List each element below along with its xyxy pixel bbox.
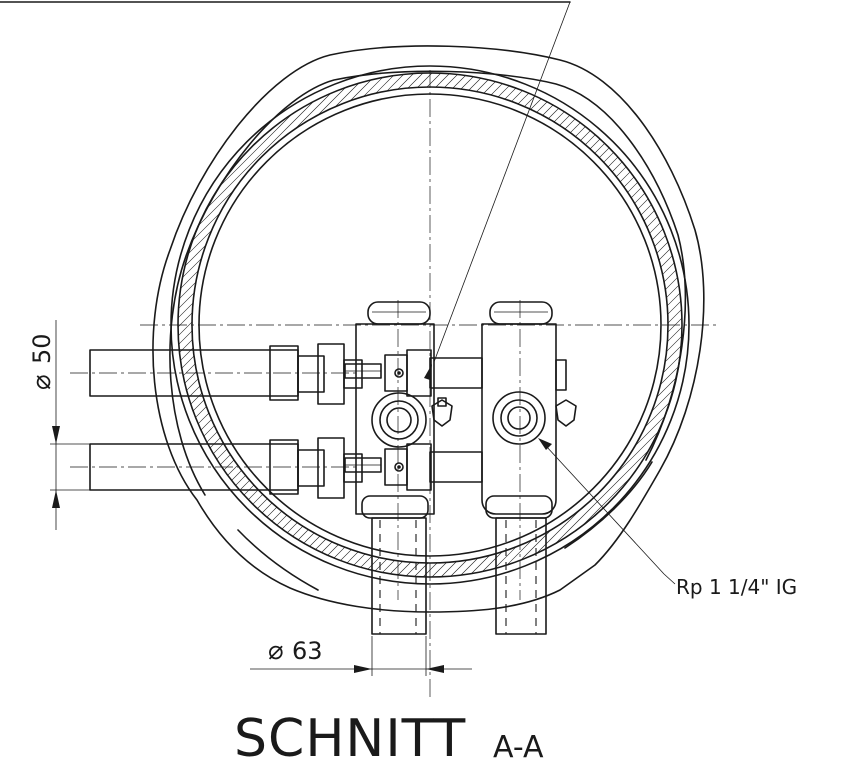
thread-callout: Rp 1 1/4" IG (538, 438, 797, 599)
hatch-line (178, 73, 382, 577)
hatch-line (178, 73, 391, 577)
title-sub: A-A (493, 730, 544, 765)
hatch-line (0, 25, 111, 625)
hatch-line (789, 25, 855, 625)
dim-63-value: 63 (292, 637, 323, 665)
hatch-line (0, 25, 147, 625)
hatch-line (0, 25, 129, 625)
hatch-line (178, 73, 436, 577)
hatch-line (780, 25, 855, 625)
hatch-line (825, 25, 855, 625)
hatch-line (726, 25, 855, 625)
hatch-line (0, 25, 93, 625)
hatch-line (0, 25, 75, 625)
section-leader-arrow (424, 364, 432, 380)
hatch-line (275, 73, 682, 577)
section-title: SCHNITT A-A (234, 709, 544, 769)
thread-label: Rp 1 1/4" IG (676, 575, 797, 599)
inlet-pipe-lower (70, 437, 432, 499)
hatch-line (178, 73, 400, 577)
hatch-line (473, 73, 682, 577)
hatch-line (0, 25, 138, 625)
ring-hatching (0, 25, 855, 625)
hatch-line (771, 25, 855, 625)
hatch-line (735, 25, 855, 625)
hatch-line (816, 25, 855, 625)
hatch-line (699, 25, 855, 625)
hatch-line (464, 73, 682, 577)
hatch-line (0, 25, 84, 625)
hatch-line (0, 25, 57, 625)
hatch-line (0, 25, 156, 625)
inlet-pipe-upper (70, 343, 432, 405)
hatch-line (0, 25, 48, 625)
hatch-line (178, 73, 607, 577)
title-main: SCHNITT (234, 709, 466, 769)
hatch-line (798, 25, 855, 625)
hatch-line (0, 25, 102, 625)
outer-shell (152, 45, 705, 613)
hatch-line (762, 25, 855, 625)
hatch-line (744, 25, 855, 625)
shaft-rings (0, 25, 855, 625)
hatch-line (482, 73, 682, 577)
dim-diameter-50: ⌀ 50 (27, 320, 100, 530)
top-frame-line (0, 1, 571, 363)
dim-63-symbol: ⌀ (268, 636, 284, 666)
hatch-line (708, 25, 855, 625)
hatch-line (753, 25, 855, 625)
dim-50-value: 50 (28, 333, 56, 364)
hatch-line (0, 25, 39, 625)
hatch-line (617, 73, 682, 577)
outlet-pipes (371, 517, 547, 635)
hatch-line (807, 25, 855, 625)
manifold-right (481, 301, 577, 519)
manifold-left (355, 301, 483, 519)
hatch-line (0, 25, 30, 625)
dim-diameter-63: ⌀ 63 (250, 636, 472, 676)
hatch-line (178, 73, 256, 577)
hatch-line (717, 25, 855, 625)
hatch-line (581, 73, 682, 577)
hatch-line (0, 25, 120, 625)
hatch-line (590, 73, 682, 577)
dim-50-symbol: ⌀ (27, 374, 57, 390)
hatch-line (178, 73, 265, 577)
